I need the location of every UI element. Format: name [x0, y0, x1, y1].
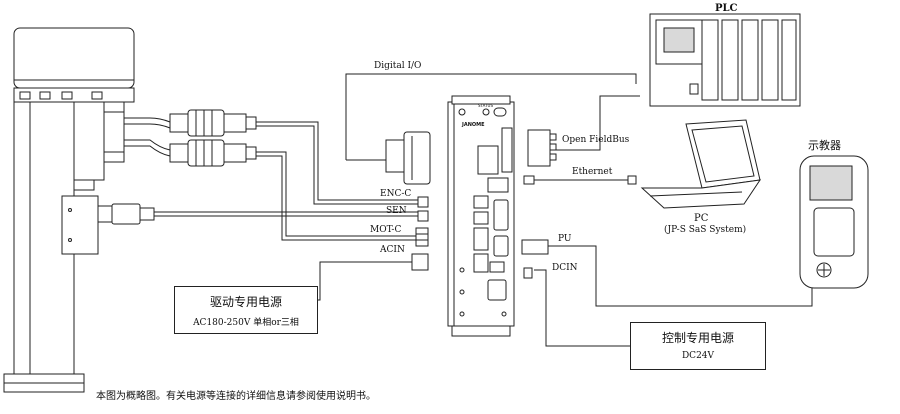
- digital-io-label: Digital I/O: [374, 61, 422, 71]
- fieldbus-link: [527, 95, 640, 167]
- ethernet-label: Ethernet: [572, 167, 613, 177]
- mot-c-label: MOT-C: [370, 225, 402, 235]
- footnote: 本图为概略图。有关电源等连接的详细信息请参阅使用说明书。: [96, 391, 376, 402]
- control-power-box: 控制专用电源 DC24V: [630, 322, 766, 370]
- control-power-spec: DC24V: [681, 351, 715, 361]
- drive-power-title: 驱动专用电源: [209, 295, 282, 309]
- dcin-link: [523, 267, 630, 347]
- enc-c-label: ENC-C: [380, 189, 412, 199]
- acin-label: ACIN: [380, 245, 405, 255]
- pu-link: [521, 239, 813, 307]
- dcin-label: DCIN: [552, 263, 578, 273]
- control-power-title: 控制专用电源: [661, 331, 734, 345]
- controller-unit: [447, 95, 515, 337]
- teach-pendant: [799, 155, 869, 289]
- controller-brand: JANOME: [462, 122, 485, 128]
- drive-power-box: 驱动专用电源 AC180-250V 单相or三相: [174, 286, 318, 334]
- controller-status: STATUS: [478, 103, 494, 108]
- pc-laptop: [640, 119, 762, 209]
- teach-pendant-label: 示教器: [808, 139, 841, 152]
- pc-label: PC: [694, 213, 709, 224]
- ethernet-link: [523, 175, 637, 185]
- plc-label: PLC: [715, 3, 738, 14]
- plc-rack: [649, 13, 801, 107]
- pu-label: PU: [558, 234, 572, 244]
- robot-cables: [97, 109, 418, 241]
- sen-label: SEN: [386, 206, 407, 216]
- open-fieldbus-label: Open FieldBus: [562, 135, 630, 145]
- robot-actuator: [3, 27, 135, 393]
- pc-sub-label: (JP-S SaS System): [664, 225, 747, 235]
- digital-io-link: [345, 73, 637, 185]
- drive-power-spec: AC180-250V 单相or三相: [193, 318, 299, 328]
